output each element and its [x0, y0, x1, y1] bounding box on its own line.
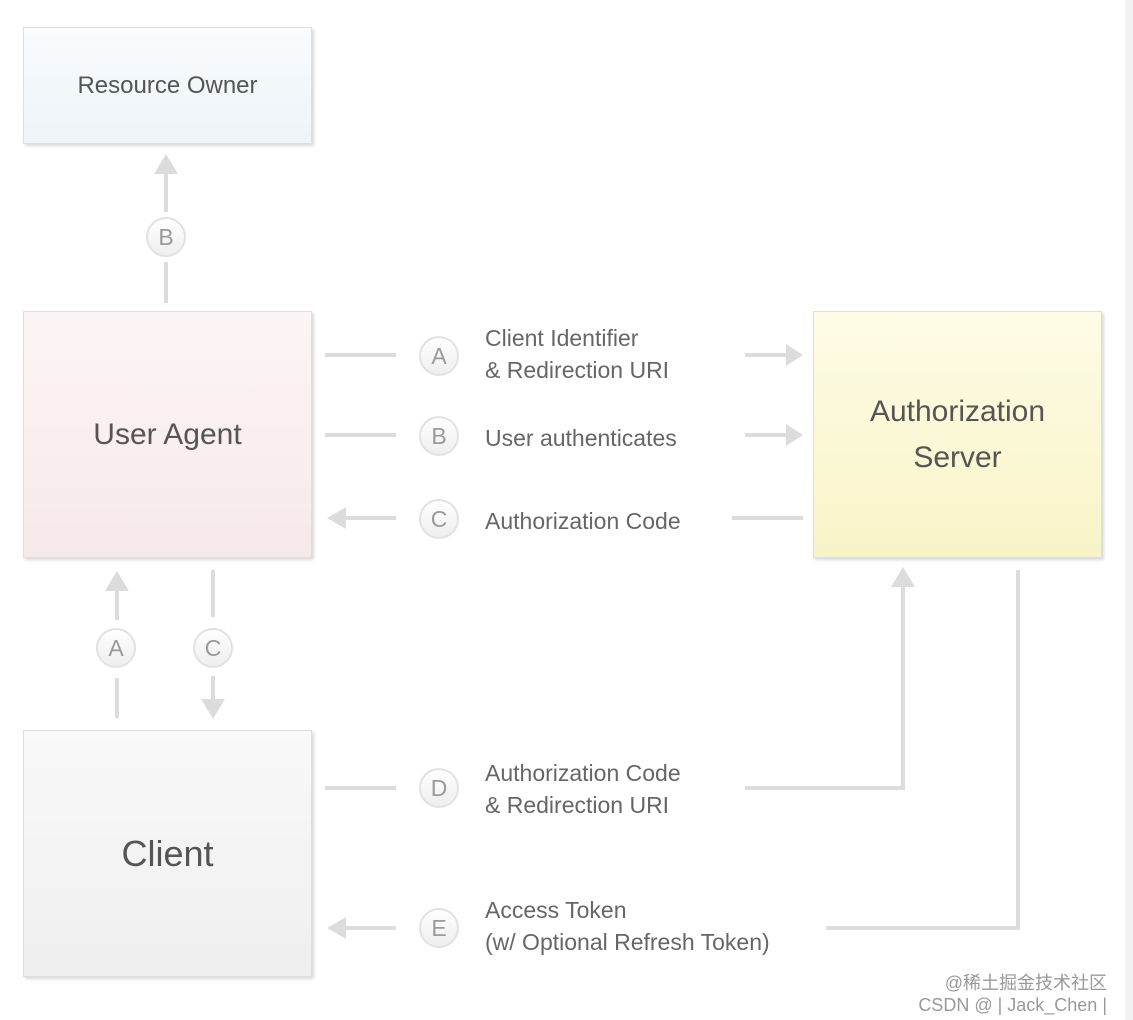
arrowhead-e-left	[327, 917, 346, 939]
arrowhead-a-right	[786, 344, 803, 366]
resource-owner-label: Resource Owner	[77, 71, 258, 99]
step-e-circle: E	[419, 908, 459, 948]
step-a-text-line2: & Redirection URI	[485, 357, 670, 383]
step-a-text-line1: Client Identifier	[485, 325, 639, 351]
step-c-text: Authorization Code	[485, 508, 681, 534]
client-box: Client	[23, 730, 312, 977]
arrowhead-c-down	[201, 699, 225, 719]
watermark: @稀土掘金技术社区 CSDN @ | Jack_Chen |	[918, 972, 1107, 1016]
arrowhead-d-up	[891, 567, 915, 587]
step-e-text: Access Token (w/ Optional Refresh Token)	[485, 894, 770, 958]
step-d-text-line2: & Redirection URI	[485, 792, 670, 818]
arrowhead-c-left	[327, 507, 346, 529]
step-d-text: Authorization Code & Redirection URI	[485, 757, 681, 821]
watermark-line2: CSDN @ | Jack_Chen |	[918, 995, 1107, 1015]
step-c-circle: C	[419, 499, 459, 539]
authorization-server-box: Authorization Server	[813, 311, 1102, 558]
step-c-circle-vertical: C	[193, 628, 233, 668]
step-a-circle: A	[419, 336, 459, 376]
resource-owner-box: Resource Owner	[23, 27, 312, 144]
step-a-text: Client Identifier & Redirection URI	[485, 322, 669, 386]
step-b-circle-vertical: B	[146, 217, 186, 257]
arrowhead-b-right	[786, 424, 803, 446]
watermark-line1: @稀土掘金技术社区	[944, 973, 1107, 993]
step-e-text-line2: (w/ Optional Refresh Token)	[485, 929, 770, 955]
arrow-d-right-path	[745, 586, 905, 790]
step-a-circle-vertical: A	[96, 628, 136, 668]
step-d-circle: D	[419, 768, 459, 808]
step-b-text: User authenticates	[485, 425, 677, 451]
arrowhead-a-up	[105, 571, 129, 591]
step-d-text-line1: Authorization Code	[485, 760, 681, 786]
step-e-text-line1: Access Token	[485, 897, 627, 923]
user-agent-label: User Agent	[93, 417, 242, 451]
client-label: Client	[121, 832, 214, 874]
arrow-e-right-path	[826, 570, 1020, 930]
arrowhead-b-up	[154, 154, 178, 174]
authorization-server-label: Authorization Server	[869, 394, 1046, 474]
right-frame-edge	[1125, 0, 1133, 1020]
user-agent-box: User Agent	[23, 311, 312, 558]
step-b-circle: B	[419, 416, 459, 456]
